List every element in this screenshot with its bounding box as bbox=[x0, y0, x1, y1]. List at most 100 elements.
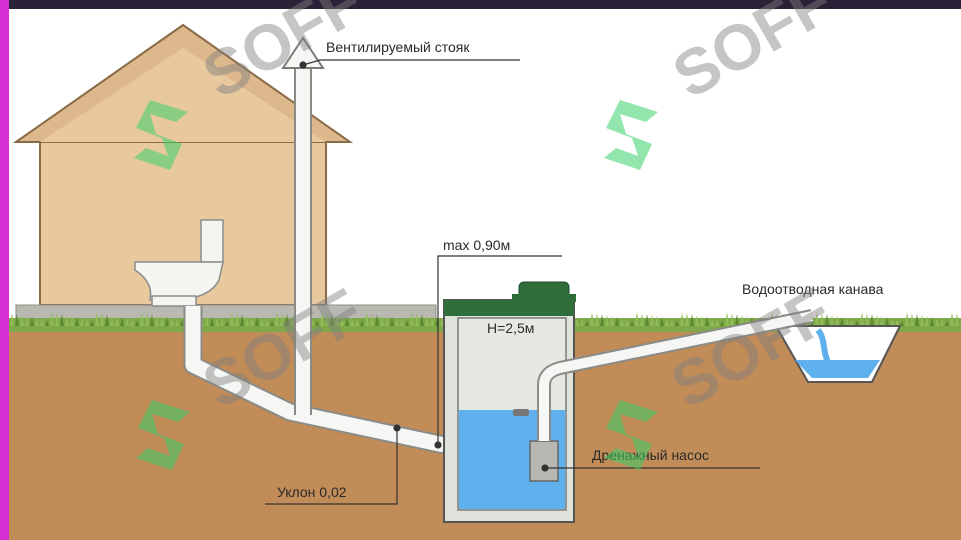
grass-blade bbox=[115, 316, 119, 326]
grass-blade bbox=[665, 318, 669, 326]
grass-blade bbox=[585, 320, 589, 326]
grass-blade bbox=[375, 314, 379, 326]
grass-blade bbox=[580, 319, 584, 326]
grass-blade bbox=[600, 314, 604, 326]
grass-blade bbox=[405, 320, 409, 326]
grass-blade bbox=[40, 319, 44, 326]
grass-blade bbox=[280, 313, 284, 326]
grass-blade bbox=[235, 313, 239, 326]
grass-blade bbox=[355, 319, 359, 326]
grass-blade bbox=[695, 315, 699, 326]
leader-max-dot bbox=[434, 441, 442, 449]
grass-blade bbox=[230, 312, 234, 326]
grass-blade bbox=[315, 320, 319, 326]
grass-blade bbox=[260, 318, 264, 326]
grass-blade bbox=[610, 316, 614, 326]
grass-blade bbox=[150, 314, 154, 326]
grass-blade bbox=[140, 312, 144, 326]
grass-blade bbox=[645, 314, 649, 326]
grass-blade bbox=[395, 318, 399, 326]
grass-blade bbox=[335, 315, 339, 326]
grass-blade bbox=[710, 318, 714, 326]
grass-blade bbox=[910, 313, 914, 326]
grass-blade bbox=[950, 312, 954, 326]
grass-blade bbox=[255, 317, 259, 326]
label-drainage-ditch: Водоотводная канава bbox=[742, 281, 884, 297]
grass-blade bbox=[870, 314, 874, 326]
discharge-pipe bbox=[539, 311, 814, 441]
grass-blade bbox=[50, 312, 54, 326]
grass-blade bbox=[715, 319, 719, 326]
leader-slope-dot bbox=[393, 424, 401, 432]
grass-blade bbox=[945, 320, 949, 326]
pump-body bbox=[529, 440, 559, 482]
grass-blade bbox=[865, 313, 869, 326]
house bbox=[12, 23, 354, 306]
grass-blade bbox=[675, 320, 679, 326]
grass-blade bbox=[275, 312, 279, 326]
grass-blade bbox=[210, 317, 214, 326]
grass-blade bbox=[840, 317, 844, 326]
grass-blade bbox=[575, 318, 579, 326]
grass-blade bbox=[135, 320, 139, 326]
grass-blade bbox=[860, 312, 864, 326]
grass-blade bbox=[120, 317, 124, 326]
grass-blade bbox=[110, 315, 114, 326]
grass-blade bbox=[55, 313, 59, 326]
top-bar bbox=[0, 0, 961, 9]
grass-blade bbox=[655, 316, 659, 326]
label-slope: Уклон 0,02 bbox=[277, 484, 347, 500]
grass-blade bbox=[895, 319, 899, 326]
sewer-pipe bbox=[183, 306, 446, 455]
grass-blade bbox=[175, 319, 179, 326]
grass-blade bbox=[245, 315, 249, 326]
grass-blade bbox=[640, 313, 644, 326]
sewer-pipe-fill bbox=[185, 306, 446, 453]
grass-blade bbox=[925, 316, 929, 326]
grass-blade bbox=[10, 313, 14, 326]
grass-blade bbox=[360, 320, 364, 326]
grass-blade bbox=[250, 316, 254, 326]
grass-blade bbox=[720, 320, 724, 326]
grass-blade bbox=[90, 320, 94, 326]
grass-blade bbox=[415, 313, 419, 326]
grass-blade bbox=[590, 312, 594, 326]
leader-vent-dot bbox=[299, 61, 307, 69]
grass-blade bbox=[225, 320, 229, 326]
label-vent-riser: Вентилируемый стояк bbox=[326, 39, 470, 55]
grass-blade bbox=[670, 319, 674, 326]
grass-blade bbox=[160, 316, 164, 326]
grass-blade bbox=[660, 317, 664, 326]
grass-blade bbox=[25, 316, 29, 326]
grass-blade bbox=[595, 313, 599, 326]
float-switch bbox=[513, 409, 529, 416]
grass-blade bbox=[410, 312, 414, 326]
grass-blade bbox=[815, 312, 819, 326]
grass-blade bbox=[700, 316, 704, 326]
grass-blade bbox=[380, 315, 384, 326]
watermark-logo-mark bbox=[604, 400, 658, 470]
leader-max bbox=[437, 255, 562, 445]
grass-blade bbox=[85, 319, 89, 326]
grass-blade bbox=[205, 316, 209, 326]
grass-blade bbox=[635, 312, 639, 326]
grass-blade bbox=[890, 318, 894, 326]
grass-blade bbox=[620, 318, 624, 326]
grass-blade bbox=[730, 313, 734, 326]
grass-blade bbox=[240, 314, 244, 326]
grass-blade bbox=[95, 312, 99, 326]
grass-blade bbox=[690, 314, 694, 326]
grass-blade bbox=[180, 320, 184, 326]
left-edge-bar bbox=[0, 0, 9, 540]
ditch-water-fall bbox=[815, 328, 831, 364]
grass-blade bbox=[390, 317, 394, 326]
tank-lid-neck bbox=[512, 294, 576, 302]
vent-riser bbox=[281, 36, 325, 415]
vent-riser-pipe bbox=[296, 60, 310, 415]
grass-blade bbox=[100, 313, 104, 326]
grass-blade bbox=[340, 316, 344, 326]
grass-blade bbox=[680, 312, 684, 326]
grass-blade bbox=[155, 315, 159, 326]
grass-blade bbox=[625, 319, 629, 326]
